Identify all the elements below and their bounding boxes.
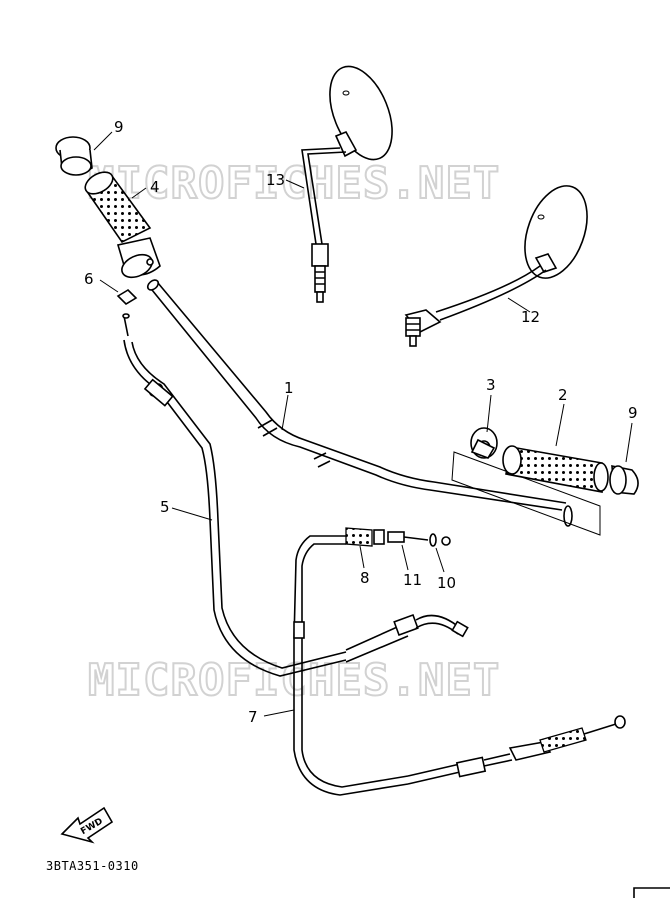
throttle-screw — [116, 288, 138, 337]
callout-1: 1 — [284, 379, 294, 397]
callout-7: 7 — [248, 708, 258, 726]
left-throttle-grip — [84, 171, 161, 279]
left-mirror — [301, 65, 393, 303]
fwd-arrow-icon: FWD — [60, 806, 114, 844]
callout-2: 2 — [558, 386, 568, 404]
leader-lines — [93, 131, 633, 717]
cable-adjuster — [345, 527, 451, 547]
callout-5: 5 — [160, 498, 170, 516]
clutch-cable — [293, 535, 626, 796]
right-grip-assembly — [451, 427, 639, 536]
callout-8: 8 — [360, 569, 370, 587]
diagram-code: 3BTA351-0310 — [46, 859, 139, 873]
callout-10: 10 — [437, 574, 456, 592]
left-grip-end-cap — [55, 136, 93, 176]
callout-9-left: 9 — [114, 118, 124, 136]
handlebar — [146, 279, 573, 527]
callout-6: 6 — [84, 270, 94, 288]
corner-mark — [633, 887, 670, 898]
right-mirror — [404, 185, 588, 347]
callout-12: 12 — [521, 308, 540, 326]
throttle-cable — [123, 339, 469, 677]
callout-11: 11 — [403, 571, 422, 589]
callout-9-right: 9 — [628, 404, 638, 422]
callout-13: 13 — [266, 171, 285, 189]
callout-3: 3 — [486, 376, 496, 394]
callout-4: 4 — [150, 178, 160, 196]
